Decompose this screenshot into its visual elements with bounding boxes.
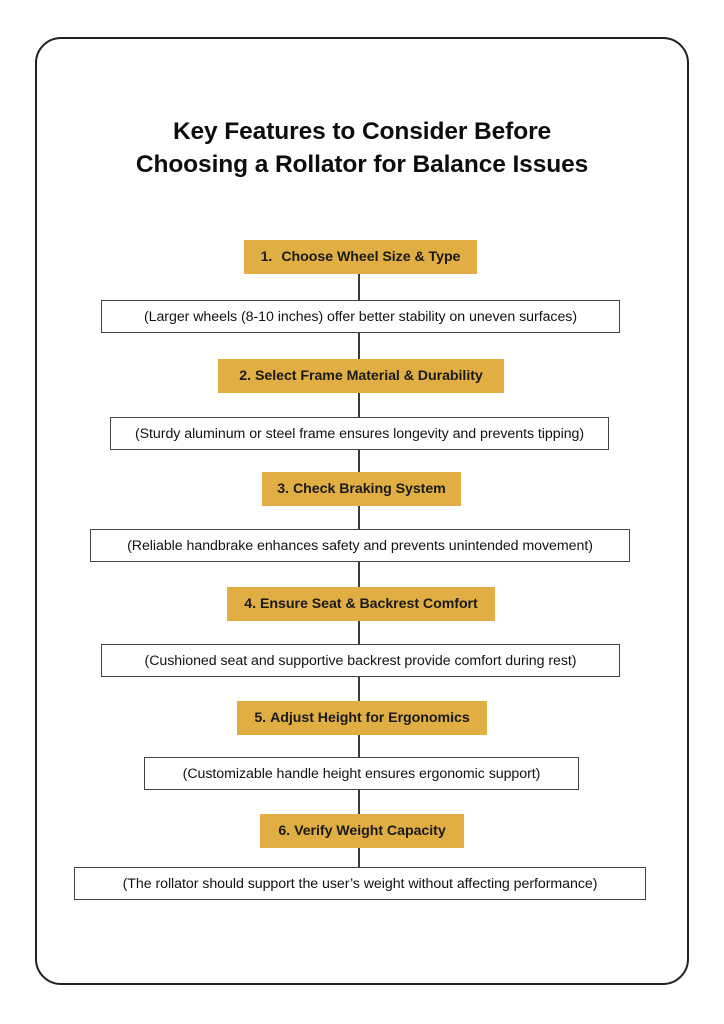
description-text-3: (Reliable handbrake enhances safety and … <box>127 537 593 554</box>
description-text-4: (Cushioned seat and supportive backrest … <box>144 652 577 669</box>
page-title-line-1: Key Features to Consider Before <box>172 118 552 145</box>
step-number-1: 1. <box>260 249 273 265</box>
connector-2b <box>358 450 360 474</box>
step-box-1[interactable]: 1. Choose Wheel Size & Type <box>244 240 477 274</box>
step-label-1: Choose Wheel Size & Type <box>281 249 461 265</box>
connector-5b <box>358 790 360 814</box>
step-number-2: 2. <box>239 368 251 384</box>
connector-4a <box>358 621 360 644</box>
step-label-4: Ensure Seat & Backrest Comfort <box>260 596 478 612</box>
description-box-1: (Larger wheels (8-10 inches) offer bette… <box>101 300 620 333</box>
step-box-6[interactable]: 6. Verify Weight Capacity <box>260 814 464 848</box>
step-box-3[interactable]: 3. Check Braking System <box>262 472 461 506</box>
connector-6a <box>358 848 360 867</box>
step-number-4: 4. <box>244 596 257 612</box>
description-box-6: (The rollator should support the user’s … <box>74 867 646 900</box>
connector-2a <box>358 393 360 417</box>
description-text-5: (Customizable handle height ensures ergo… <box>182 765 541 782</box>
description-box-5: (Customizable handle height ensures ergo… <box>144 757 579 790</box>
description-box-2: (Sturdy aluminum or steel frame ensures … <box>110 417 609 450</box>
step-label-5: Adjust Height for Ergonomics <box>270 710 470 726</box>
description-text-1: (Larger wheels (8-10 inches) offer bette… <box>143 308 578 325</box>
connector-5a <box>358 735 360 757</box>
description-box-4: (Cushioned seat and supportive backrest … <box>101 644 620 677</box>
description-text-6: (The rollator should support the user’s … <box>122 875 598 892</box>
step-number-3: 3. <box>277 481 289 497</box>
page-title-line-2: Choosing a Rollator for Balance Issues <box>135 150 589 178</box>
connector-1b <box>358 333 360 359</box>
step-number-6: 6. <box>278 823 291 839</box>
connector-3b <box>358 562 360 587</box>
description-box-3: (Reliable handbrake enhances safety and … <box>90 529 630 562</box>
step-box-2[interactable]: 2. Select Frame Material & Durability <box>218 359 504 393</box>
connector-4b <box>358 677 360 701</box>
step-label-6: Verify Weight Capacity <box>294 823 446 839</box>
step-box-4[interactable]: 4. Ensure Seat & Backrest Comfort <box>227 587 495 621</box>
page-title: Key Features to Consider Before Choosing… <box>62 116 662 181</box>
connector-3a <box>358 506 360 529</box>
step-label-2: Select Frame Material & Durability <box>254 368 483 384</box>
step-label-3: Check Braking System <box>292 481 446 497</box>
step-box-5[interactable]: 5. Adjust Height for Ergonomics <box>237 701 487 735</box>
description-text-2: (Sturdy aluminum or steel frame ensures … <box>134 425 585 442</box>
step-number-5: 5. <box>254 710 267 726</box>
connector-1a <box>358 274 360 300</box>
